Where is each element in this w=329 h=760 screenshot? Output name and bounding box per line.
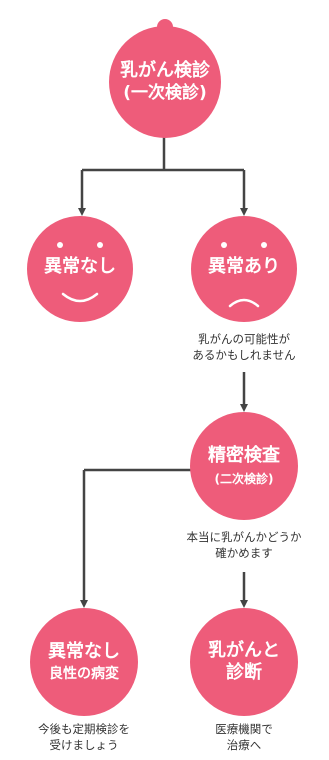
possibility-note-line-2: あるかもしれません: [192, 347, 296, 362]
regular-checkup-note: 今後も定期検診を 受けましょう: [0, 722, 168, 753]
node-no-abnormality: 異常なし: [27, 216, 133, 322]
diagnosis-title: 乳がんと: [208, 639, 280, 661]
abnormality-title: 異常あり: [208, 255, 280, 277]
node-detailed-exam: 精密検査 (二次検診): [190, 412, 298, 520]
smile-icon: [61, 292, 99, 303]
treatment-note-line-1: 医療機関で: [215, 722, 273, 736]
possibility-note: 乳がんの可能性が あるかもしれません: [162, 332, 326, 363]
left-eye-icon: [57, 242, 63, 248]
detailed-exam-subtitle: (二次検診): [214, 471, 274, 486]
node-top-nub: [157, 19, 173, 31]
possibility-note-line-1: 乳がんの可能性が: [198, 332, 290, 346]
benign-title: 異常なし: [48, 641, 120, 662]
node-primary-screening: 乳がん検診 (一次検診): [109, 19, 221, 138]
branch-from-screening: [78, 135, 248, 216]
right-eye-icon: [97, 242, 103, 248]
branch-from-detailed-exam: [80, 468, 248, 608]
node-diagnosis: 乳がんと 診断: [190, 608, 298, 716]
regular-checkup-note-line-1: 今後も定期検診を: [38, 722, 130, 736]
treatment-note-line-2: 治療へ: [226, 737, 262, 752]
no-abnormality-title: 異常なし: [44, 255, 116, 277]
regular-checkup-note-line-2: 受けましょう: [49, 737, 119, 752]
primary-screening-subtitle: (一次検診): [123, 82, 207, 103]
diagnosis-subtitle: 診断: [226, 662, 262, 683]
node-benign: 異常なし 良性の病変: [30, 608, 138, 716]
detailed-exam-title: 精密検査: [208, 445, 280, 467]
benign-subtitle: 良性の病変: [49, 665, 119, 682]
frown-icon: [228, 298, 260, 308]
node-abnormality: 異常あり: [191, 216, 297, 322]
confirm-note-line-1: 本当に乳がんかどうか: [186, 530, 302, 544]
primary-screening-title: 乳がん検診: [120, 60, 210, 82]
treatment-note: 医療機関で 治療へ: [180, 722, 308, 753]
right-eye-icon: [261, 242, 267, 248]
left-eye-icon: [221, 242, 227, 248]
confirm-note: 本当に乳がんかどうか 確かめます: [162, 530, 326, 561]
confirm-note-line-2: 確かめます: [215, 545, 273, 560]
